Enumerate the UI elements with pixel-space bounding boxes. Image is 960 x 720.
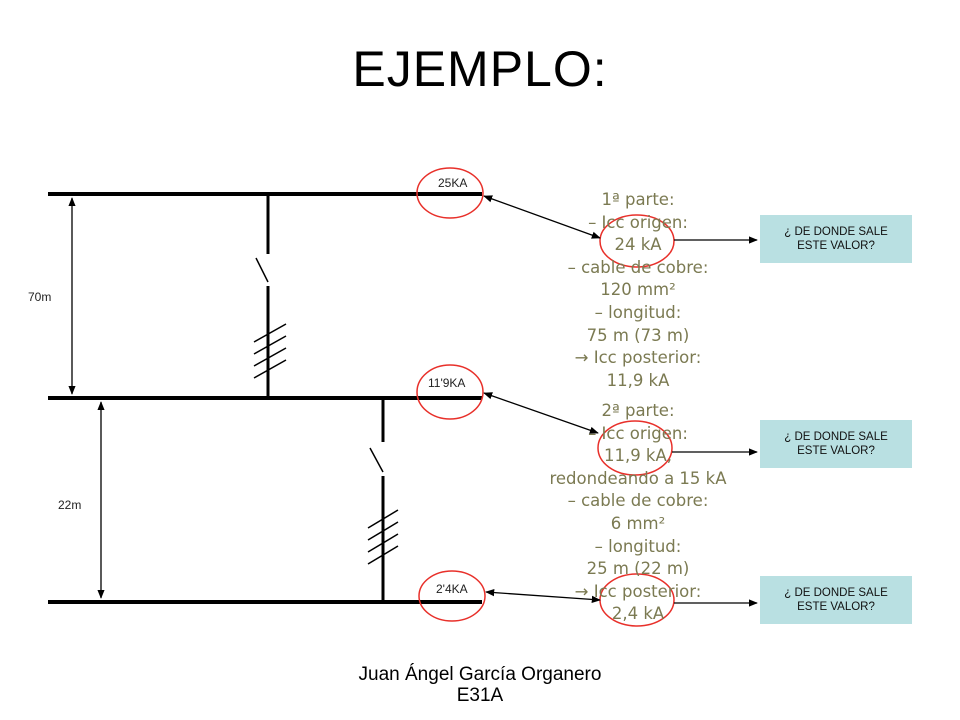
switch-1 <box>255 257 269 283</box>
part1-line: 24 kA <box>614 235 662 255</box>
footer: Juan Ángel García Organero E31A <box>280 664 680 706</box>
highlight-circle-11-9ka <box>416 364 484 420</box>
switch-2 <box>369 447 384 473</box>
question-box-2[interactable]: ¿ DE DONDE SALE ESTE VALOR? <box>760 420 912 468</box>
connector-arrow-11-9ka <box>483 392 599 434</box>
distance-label-upper: 70m <box>28 290 52 304</box>
highlight-circle-2-4ka <box>418 570 486 622</box>
question-text: ESTE VALOR? <box>797 601 875 613</box>
part2-heading: 2ª parte: <box>601 401 675 420</box>
part2-line: – Icc origen: <box>588 423 688 443</box>
question-box-3[interactable]: ¿ DE DONDE SALE ESTE VALOR? <box>760 576 912 624</box>
fault-label-middle: 11'9KA <box>428 376 466 390</box>
question-text: ESTE VALOR? <box>797 240 875 252</box>
fault-label-bottom: 2'4KA <box>436 582 468 596</box>
part2-line: 25 m (22 m) <box>586 559 690 579</box>
connector-arrow-2-4ka <box>485 588 601 604</box>
connector-arrow-25ka <box>483 195 601 239</box>
part2-line: 11,9 kA, <box>603 446 673 466</box>
part2-line: – cable de cobre: <box>567 491 709 511</box>
part1-line: – longitud: <box>594 302 682 322</box>
calculation-part-1: 1ª parte: – Icc origen: 24 kA – cable de… <box>538 189 738 392</box>
question-box-1[interactable]: ¿ DE DONDE SALE ESTE VALOR? <box>760 215 912 263</box>
feeder-1 <box>253 194 287 398</box>
part1-line: – Icc origen: <box>588 212 688 232</box>
highlight-circle-11-9ka-origin <box>597 420 673 476</box>
part1-line: 11,9 kA <box>606 370 670 390</box>
distance-label-lower: 22m <box>58 498 82 512</box>
slide-title: EJEMPLO: <box>352 41 608 97</box>
part2-line: 2,4 kA <box>611 604 665 624</box>
question-text: ESTE VALOR? <box>797 445 875 457</box>
footer-author: Juan Ángel García Organero <box>358 664 602 685</box>
part1-line: 75 m (73 m) <box>586 325 690 345</box>
fault-label-top: 25KA <box>438 176 468 190</box>
part1-line: – cable de cobre: <box>567 257 709 277</box>
part2-line: → Icc posterior: <box>574 581 702 601</box>
question-text: ¿ DE DONDE SALE <box>784 431 888 443</box>
part2-line: redondeando a 15 kA <box>549 468 727 488</box>
part2-line: – longitud: <box>594 536 682 556</box>
part1-heading: 1ª parte: <box>601 190 675 209</box>
question-text: ¿ DE DONDE SALE <box>784 226 888 238</box>
feeder-2 <box>367 398 399 602</box>
calculation-part-2: 2ª parte: – Icc origen: 11,9 kA, redonde… <box>525 400 751 626</box>
part1-line: → Icc posterior: <box>574 348 702 368</box>
question-text: ¿ DE DONDE SALE <box>784 587 888 599</box>
footer-code: E31A <box>456 685 504 706</box>
highlight-circle-25ka <box>416 167 484 219</box>
highlight-circle-24ka <box>599 214 675 268</box>
part2-line: 6 mm² <box>610 513 666 533</box>
part1-line: 120 mm² <box>600 280 676 300</box>
